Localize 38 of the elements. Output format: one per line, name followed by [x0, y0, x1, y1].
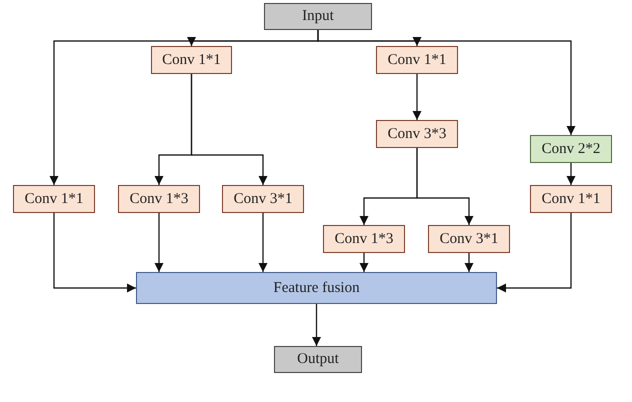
node-label: Conv 1*3 [334, 230, 394, 248]
arrow [258, 213, 268, 272]
arrow [464, 253, 474, 272]
node-label: Input [302, 8, 334, 25]
arrow [154, 213, 164, 272]
arrow [497, 213, 572, 292]
arrow [53, 213, 136, 292]
node-label: Conv 3*1 [440, 230, 498, 248]
conv-box [376, 120, 458, 148]
node-label: Output [297, 351, 339, 368]
conv-box [151, 46, 232, 74]
arrow [312, 304, 321, 346]
conv-box [530, 185, 612, 213]
node-label: Conv 1*1 [542, 190, 600, 208]
arrow [317, 30, 576, 135]
node-label: Conv 1*3 [130, 190, 188, 208]
conv-box [428, 225, 510, 253]
arrow [360, 253, 368, 272]
arrow [412, 74, 422, 120]
arrow [566, 163, 576, 185]
conv-box [323, 225, 405, 253]
fusion-box [136, 272, 497, 304]
conv-box [376, 46, 458, 74]
node-label: Conv 1*1 [24, 190, 84, 208]
io-box [264, 3, 372, 30]
node-label: Conv 2*2 [542, 140, 600, 158]
node-label: Conv 1*1 [162, 52, 221, 68]
io-box [274, 346, 362, 373]
node-label: Conv 3*3 [388, 126, 446, 142]
arrow [416, 148, 474, 225]
node-label: Conv 1*1 [388, 52, 446, 68]
conv-box [13, 185, 95, 213]
conv-box [118, 185, 200, 213]
node-label: Conv 3*1 [234, 190, 292, 208]
node-label: Feature fusion [273, 280, 360, 296]
arrow [190, 74, 268, 185]
conv-box [222, 185, 304, 213]
conv-box [530, 135, 612, 163]
